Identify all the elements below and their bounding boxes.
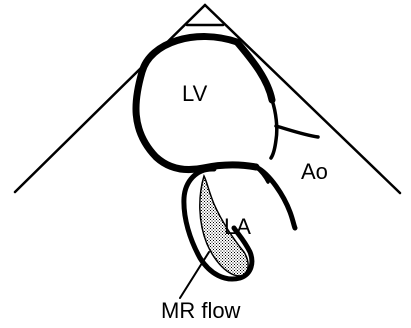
aortic-valve-leaflet xyxy=(276,126,318,137)
la-label: LA xyxy=(224,214,251,239)
lv-upper-right-wall xyxy=(237,42,272,100)
sector-left-edge xyxy=(15,5,205,192)
aortic-wall xyxy=(271,100,277,158)
lv-label: LV xyxy=(182,81,208,106)
mr-flow-label: MR flow xyxy=(161,298,241,323)
left-atrium-right-wall xyxy=(256,167,295,228)
mr-flow-pointer xyxy=(180,252,209,298)
ao-label: Ao xyxy=(301,159,328,184)
